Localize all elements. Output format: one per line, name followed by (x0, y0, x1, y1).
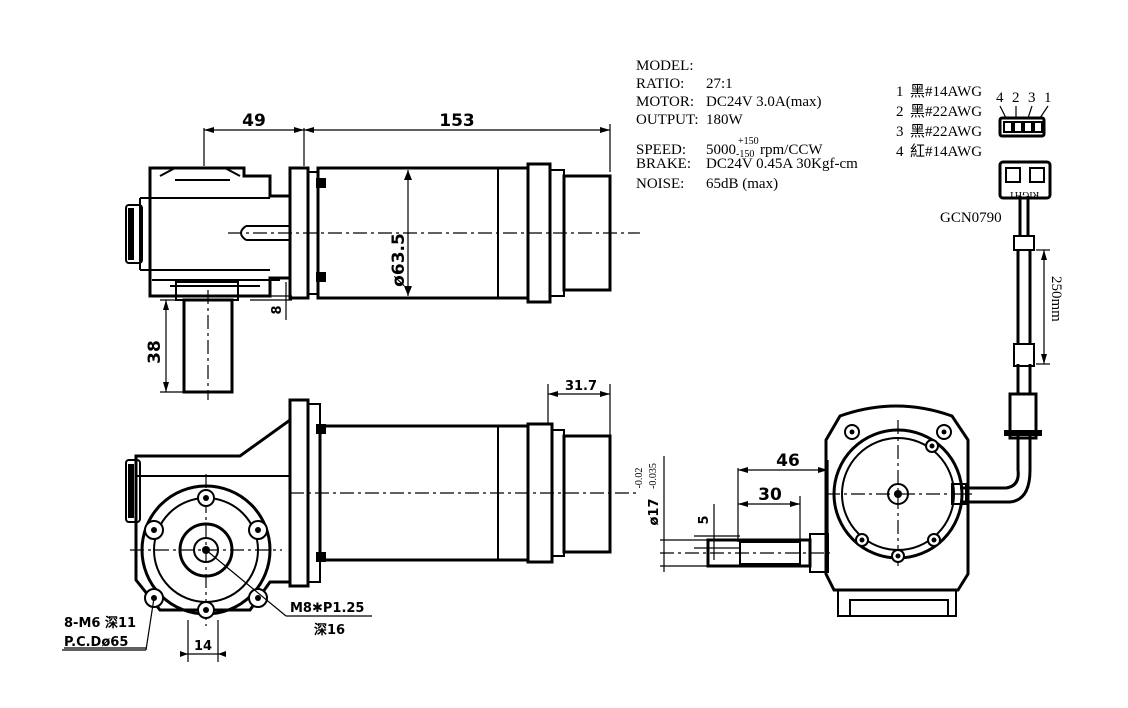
dim-brake-length: 31.7 (565, 379, 597, 394)
dim-motor-length: 153 (439, 111, 475, 131)
top-gearbox-end-cap (125, 204, 143, 264)
cable-sleeve (1008, 392, 1038, 440)
top-side-view (125, 162, 640, 400)
wire-3-num: 3 (896, 124, 904, 140)
end-view: RIGHT (660, 160, 1052, 617)
dim-center-tap: M8✱P1.25 (290, 601, 364, 616)
spec-brake-label: BRAKE: (636, 156, 691, 172)
spec-motor-value: DC24V 3.0A(max) (706, 94, 822, 110)
dim-key-width: 5 (697, 515, 712, 524)
cable-connector (998, 160, 1052, 200)
wire-4-desc: 紅#14AWG (910, 143, 982, 160)
wire-1-num: 1 (896, 84, 904, 100)
dim-key-length: 30 (758, 485, 782, 505)
spec-output-label: OUTPUT: (636, 112, 699, 128)
dim-shaft-offset: 8 (270, 305, 285, 314)
pin-label-c: 3 (1028, 90, 1036, 106)
pin-label-a: 4 (996, 90, 1004, 106)
dim-shaft-tol-upper: -0.02 (634, 468, 645, 489)
spec-speed-label: SPEED: (636, 142, 686, 158)
dim-shaft-length: 38 (145, 340, 165, 364)
bottom-front-view (125, 398, 640, 626)
connector-side-label: RIGHT (1009, 189, 1040, 200)
bottom-dimensions: 31.7 8-M6 深11 P.C.Dø65 M8✱P1.25 深16 14 (62, 379, 611, 662)
wire-3-desc: 黑#22AWG (910, 124, 982, 140)
top-flange-bolt-a (316, 178, 326, 188)
spec-noise-label: NOISE: (636, 176, 684, 192)
top-gearbox-detail (152, 167, 280, 287)
wire-2-num: 2 (896, 104, 904, 120)
dim-flat-width: 14 (194, 639, 212, 654)
end-face-holes (844, 424, 952, 563)
end-cable (960, 436, 1032, 504)
connector-code: GCN0790 (940, 210, 1002, 226)
dim-shaft-diameter: ø17 (647, 498, 662, 525)
pin-connector-face (998, 116, 1046, 138)
spec-output-value: 180W (706, 112, 744, 128)
bottom-mount-holes (144, 489, 268, 619)
wire-4-num: 4 (896, 144, 904, 160)
dim-shaft-reach: 46 (776, 451, 800, 471)
top-gearbox-end-cap-dark (128, 208, 134, 260)
top-gearbox-housing (148, 166, 292, 298)
spec-speed-tol-minus: -150 (736, 149, 754, 160)
top-dimensions: 49 153 ø63.5 8 38 (145, 111, 611, 393)
bottom-gearbox-end (125, 459, 141, 523)
dim-shaft-tol-lower: -0.035 (648, 463, 659, 489)
dim-center-tap-depth: 深16 (314, 622, 345, 638)
dim-motor-diameter: ø63.5 (389, 233, 409, 287)
wire-1-desc: 黑#14AWG (910, 84, 982, 100)
dim-pcd: P.C.Dø65 (64, 635, 128, 650)
dim-mount-holes: 8-M6 深11 (64, 615, 136, 631)
spec-motor-label: MOTOR: (636, 94, 694, 110)
dim-cable-length: 250mm (1048, 276, 1064, 322)
spec-ratio-label: RATIO: (636, 76, 684, 92)
end-dimensions: 46 30 5 ø17 -0.02 -0.035 250mm GCN0790 (634, 210, 1064, 572)
spec-brake-value: DC24V 0.45A 30Kgf-cm (706, 156, 858, 172)
pin-label-b: 2 (1012, 90, 1020, 106)
spec-ratio-value: 27:1 (706, 76, 733, 92)
spec-model-label: MODEL: (636, 58, 694, 74)
spec-speed-tol-plus: +150 (738, 136, 759, 147)
top-flange-bolt-b (316, 272, 326, 282)
spec-noise-value: 65dB (max) (706, 176, 778, 192)
wire-legend: 1 黑#14AWG 2 黑#22AWG 3 黑#22AWG 4 紅#14AWG … (896, 84, 1052, 160)
dim-gearbox-length: 49 (242, 111, 266, 131)
spec-speed-base: 5000 (706, 142, 736, 158)
top-gearbox-inner (139, 197, 270, 271)
bottom-brake-cover (562, 434, 612, 554)
bottom-gearbox-housing (134, 417, 292, 612)
spec-table: MODEL: RATIO: 27:1 MOTOR: DC24V 3.0A(max… (636, 58, 858, 192)
spec-speed-unit: rpm/CCW (760, 142, 823, 158)
wire-2-desc: 黑#22AWG (910, 104, 982, 120)
pin-label-d: 1 (1044, 90, 1052, 106)
